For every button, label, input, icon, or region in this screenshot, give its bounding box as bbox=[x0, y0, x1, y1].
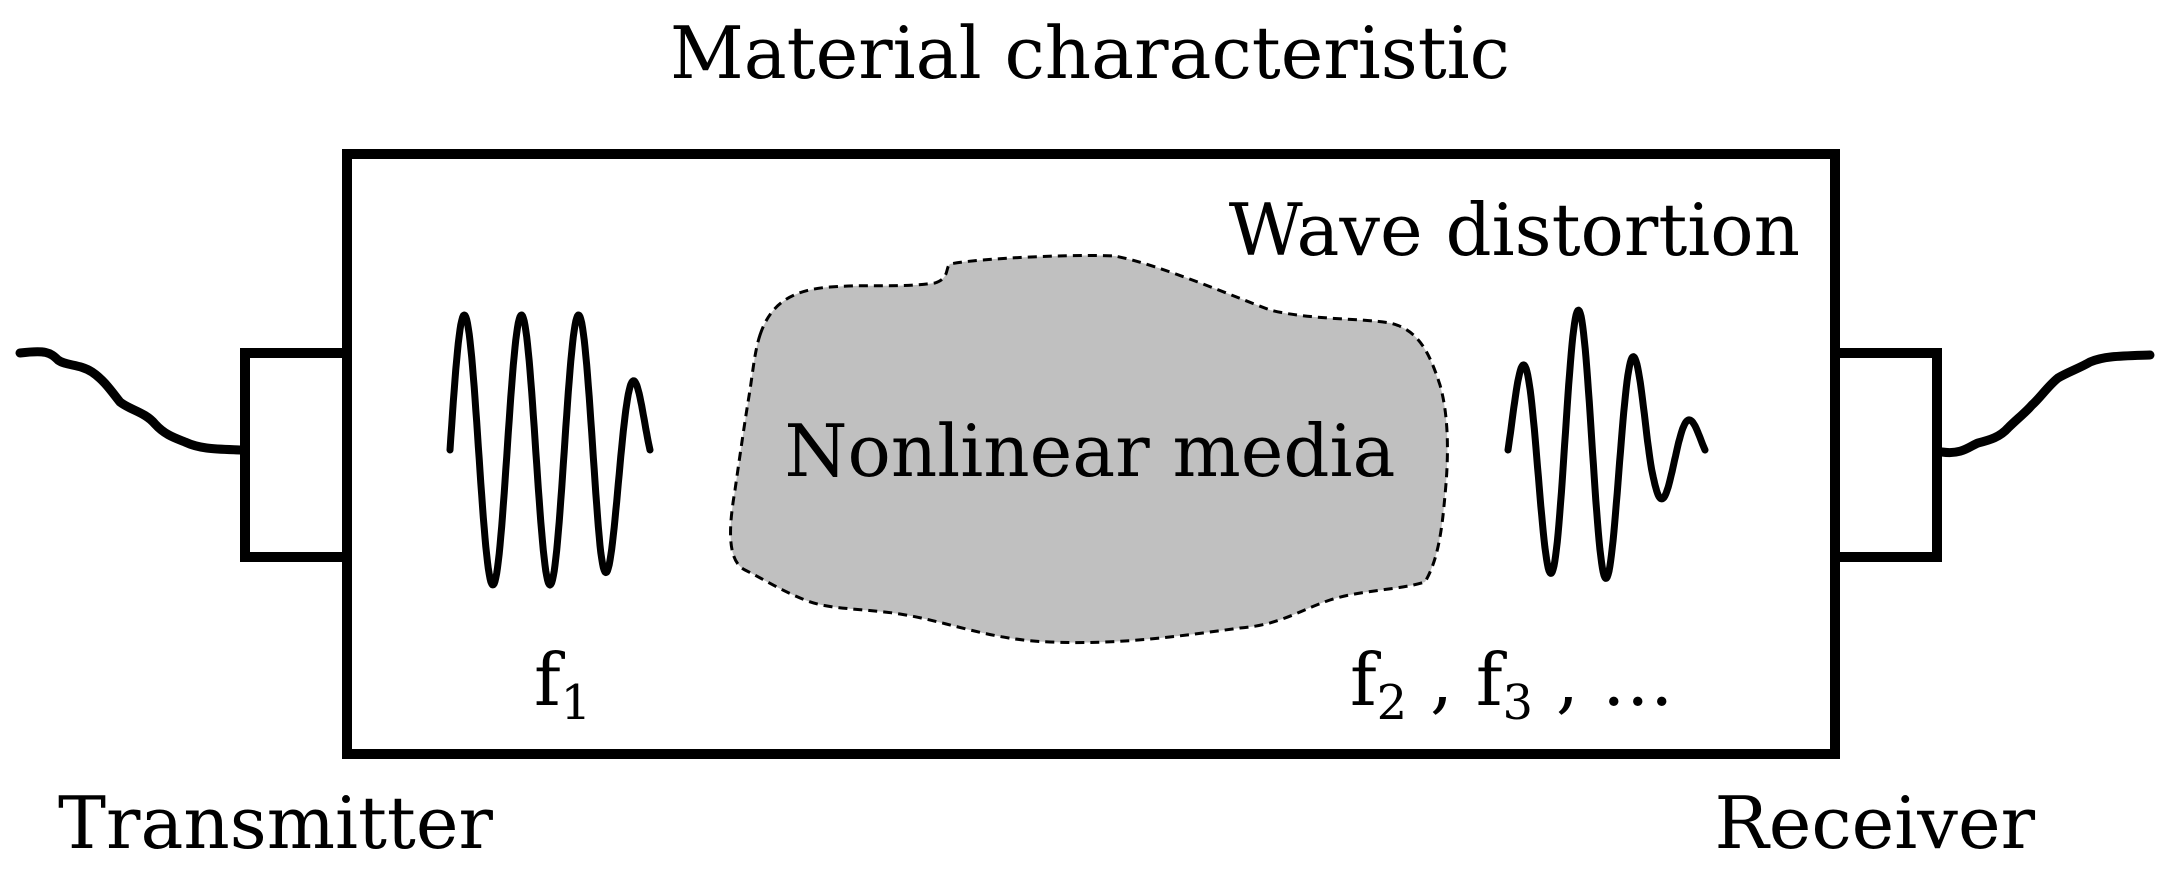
output-frequency-sub-2: 3 bbox=[1503, 675, 1534, 731]
input-frequency-base: f bbox=[534, 638, 565, 722]
diagram-title: Material characteristic bbox=[670, 11, 1510, 95]
transmitter-cable bbox=[15, 347, 245, 455]
output-wave bbox=[1504, 306, 1709, 582]
output-frequency-base-2: f bbox=[1476, 638, 1507, 722]
input-frequency-sub: 1 bbox=[561, 675, 592, 731]
receiver-probe bbox=[1835, 348, 1942, 562]
output-separator-2: , bbox=[1533, 638, 1602, 722]
receiver-cable bbox=[1937, 350, 2155, 458]
material-box bbox=[342, 149, 1840, 759]
output-frequency-label: f2 , f3 , … bbox=[1350, 638, 1674, 731]
output-separator-1: , bbox=[1407, 638, 1476, 722]
output-ellipsis: … bbox=[1602, 638, 1674, 722]
nonlinear-media-cloud bbox=[729, 253, 1449, 645]
wave-distortion-label: Wave distortion bbox=[1229, 188, 1800, 272]
output-frequency-base-1: f bbox=[1350, 638, 1381, 722]
input-wave bbox=[446, 311, 654, 589]
nonlinear-media-label: Nonlinear media bbox=[785, 409, 1396, 493]
transmitter-probe bbox=[240, 348, 347, 562]
input-frequency-label: f1 bbox=[534, 638, 591, 731]
transmitter-label: Transmitter bbox=[58, 781, 493, 865]
output-frequency-sub-1: 2 bbox=[1377, 675, 1408, 731]
receiver-label: Receiver bbox=[1715, 781, 2036, 865]
